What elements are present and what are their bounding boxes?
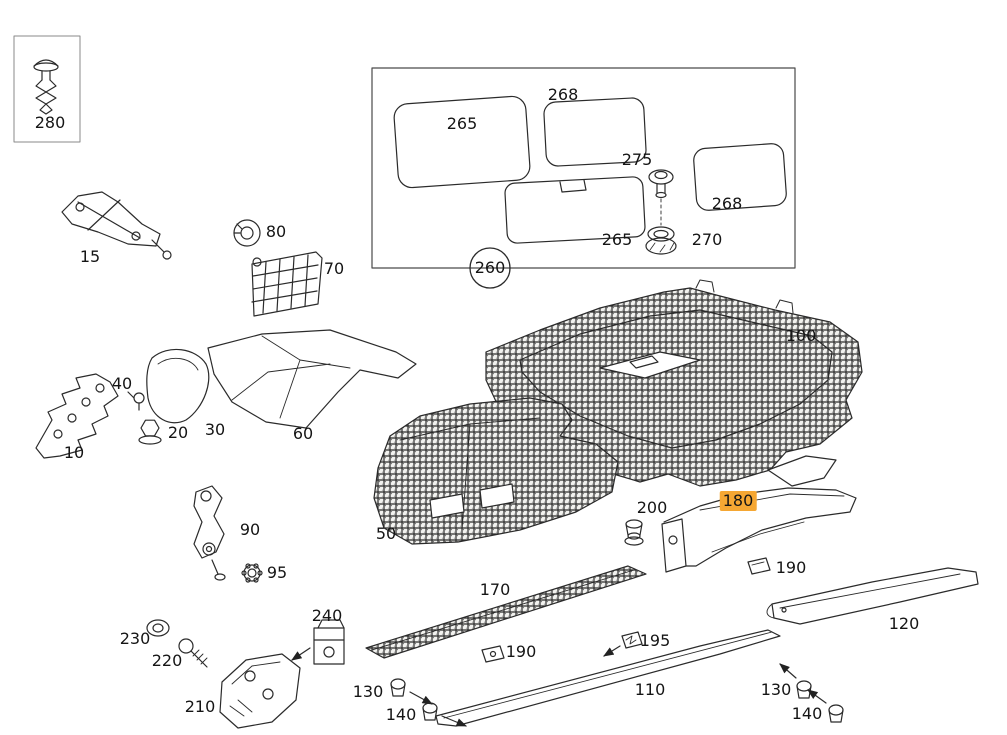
part-label-210[interactable]: 210 <box>184 697 216 716</box>
part-140b-drawing <box>807 689 844 723</box>
part-190b-drawing <box>481 645 505 663</box>
part-label-100[interactable]: 100 <box>785 326 817 345</box>
part-95-drawing <box>241 563 263 583</box>
part-label-50[interactable]: 50 <box>375 524 397 543</box>
part-label-240[interactable]: 240 <box>311 606 343 625</box>
part-label-10[interactable]: 10 <box>63 443 85 462</box>
part-label-260-circled[interactable]: 260 <box>474 258 506 277</box>
part-label-120[interactable]: 120 <box>888 614 920 633</box>
part-label-265-front-2[interactable]: 265 <box>601 230 633 249</box>
part-label-70[interactable]: 70 <box>323 259 345 278</box>
part-260-group-circle <box>469 247 511 289</box>
part-20-drawing <box>138 419 162 445</box>
part-90-drawing <box>193 485 226 581</box>
part-label-265-front[interactable]: 265 <box>446 114 478 133</box>
part-220-drawing <box>178 638 208 668</box>
part-label-268-rear-2[interactable]: 268 <box>711 194 743 213</box>
part-280-drawing <box>13 35 81 143</box>
part-label-80[interactable]: 80 <box>265 222 287 241</box>
part-80-drawing <box>233 219 261 247</box>
part-265-front-mat-2-drawing <box>504 176 646 244</box>
part-label-195[interactable]: 195 <box>639 631 671 650</box>
mat-group-box <box>371 67 796 269</box>
part-label-20[interactable]: 20 <box>167 423 189 442</box>
part-label-268-rear[interactable]: 268 <box>547 85 579 104</box>
part-268-rear-mat-drawing <box>543 97 647 167</box>
part-label-140-left[interactable]: 140 <box>385 705 417 724</box>
part-275-mat-fastener-drawing <box>648 169 674 226</box>
part-label-275[interactable]: 275 <box>621 150 653 169</box>
part-110-drawing <box>435 629 781 727</box>
part-label-170[interactable]: 170 <box>479 580 511 599</box>
part-170-drawing <box>365 565 647 659</box>
part-40-drawing <box>127 391 145 411</box>
part-270-mat-grommet-drawing <box>645 226 677 255</box>
part-label-90[interactable]: 90 <box>239 520 261 539</box>
part-label-130-left[interactable]: 130 <box>352 682 384 701</box>
part-label-190-center[interactable]: 190 <box>505 642 537 661</box>
part-label-280[interactable]: 280 <box>34 113 66 132</box>
part-100-drawing <box>485 279 863 487</box>
part-30-drawing <box>146 348 210 424</box>
part-label-270[interactable]: 270 <box>691 230 723 249</box>
part-230-drawing <box>146 619 170 637</box>
part-label-15[interactable]: 15 <box>79 247 101 266</box>
part-label-190-right[interactable]: 190 <box>775 558 807 577</box>
part-140a-drawing <box>422 702 467 727</box>
part-10-drawing <box>35 373 119 459</box>
part-label-220[interactable]: 220 <box>151 651 183 670</box>
part-120-drawing <box>766 567 979 625</box>
part-15-drawing <box>61 191 172 260</box>
part-70-drawing <box>251 251 323 317</box>
part-label-140-right[interactable]: 140 <box>791 704 823 723</box>
part-60-drawing <box>207 329 417 429</box>
part-label-110[interactable]: 110 <box>634 680 666 699</box>
part-190a-drawing <box>747 557 771 575</box>
part-label-180[interactable]: 180 <box>719 491 757 511</box>
part-265-front-mat-drawing <box>393 95 531 189</box>
part-label-200[interactable]: 200 <box>636 498 668 517</box>
part-50-drawing <box>373 397 619 545</box>
part-label-30[interactable]: 30 <box>204 420 226 439</box>
part-label-130-right[interactable]: 130 <box>760 680 792 699</box>
part-label-60[interactable]: 60 <box>292 424 314 443</box>
part-195-drawing <box>603 631 643 657</box>
part-240-drawing <box>291 619 345 665</box>
part-210-drawing <box>219 653 301 729</box>
part-130a-drawing <box>390 678 433 705</box>
part-label-230[interactable]: 230 <box>119 629 151 648</box>
part-268-rear-mat-2-drawing <box>693 143 787 211</box>
part-200-drawing <box>624 519 644 546</box>
part-label-95[interactable]: 95 <box>266 563 288 582</box>
part-label-40[interactable]: 40 <box>111 374 133 393</box>
